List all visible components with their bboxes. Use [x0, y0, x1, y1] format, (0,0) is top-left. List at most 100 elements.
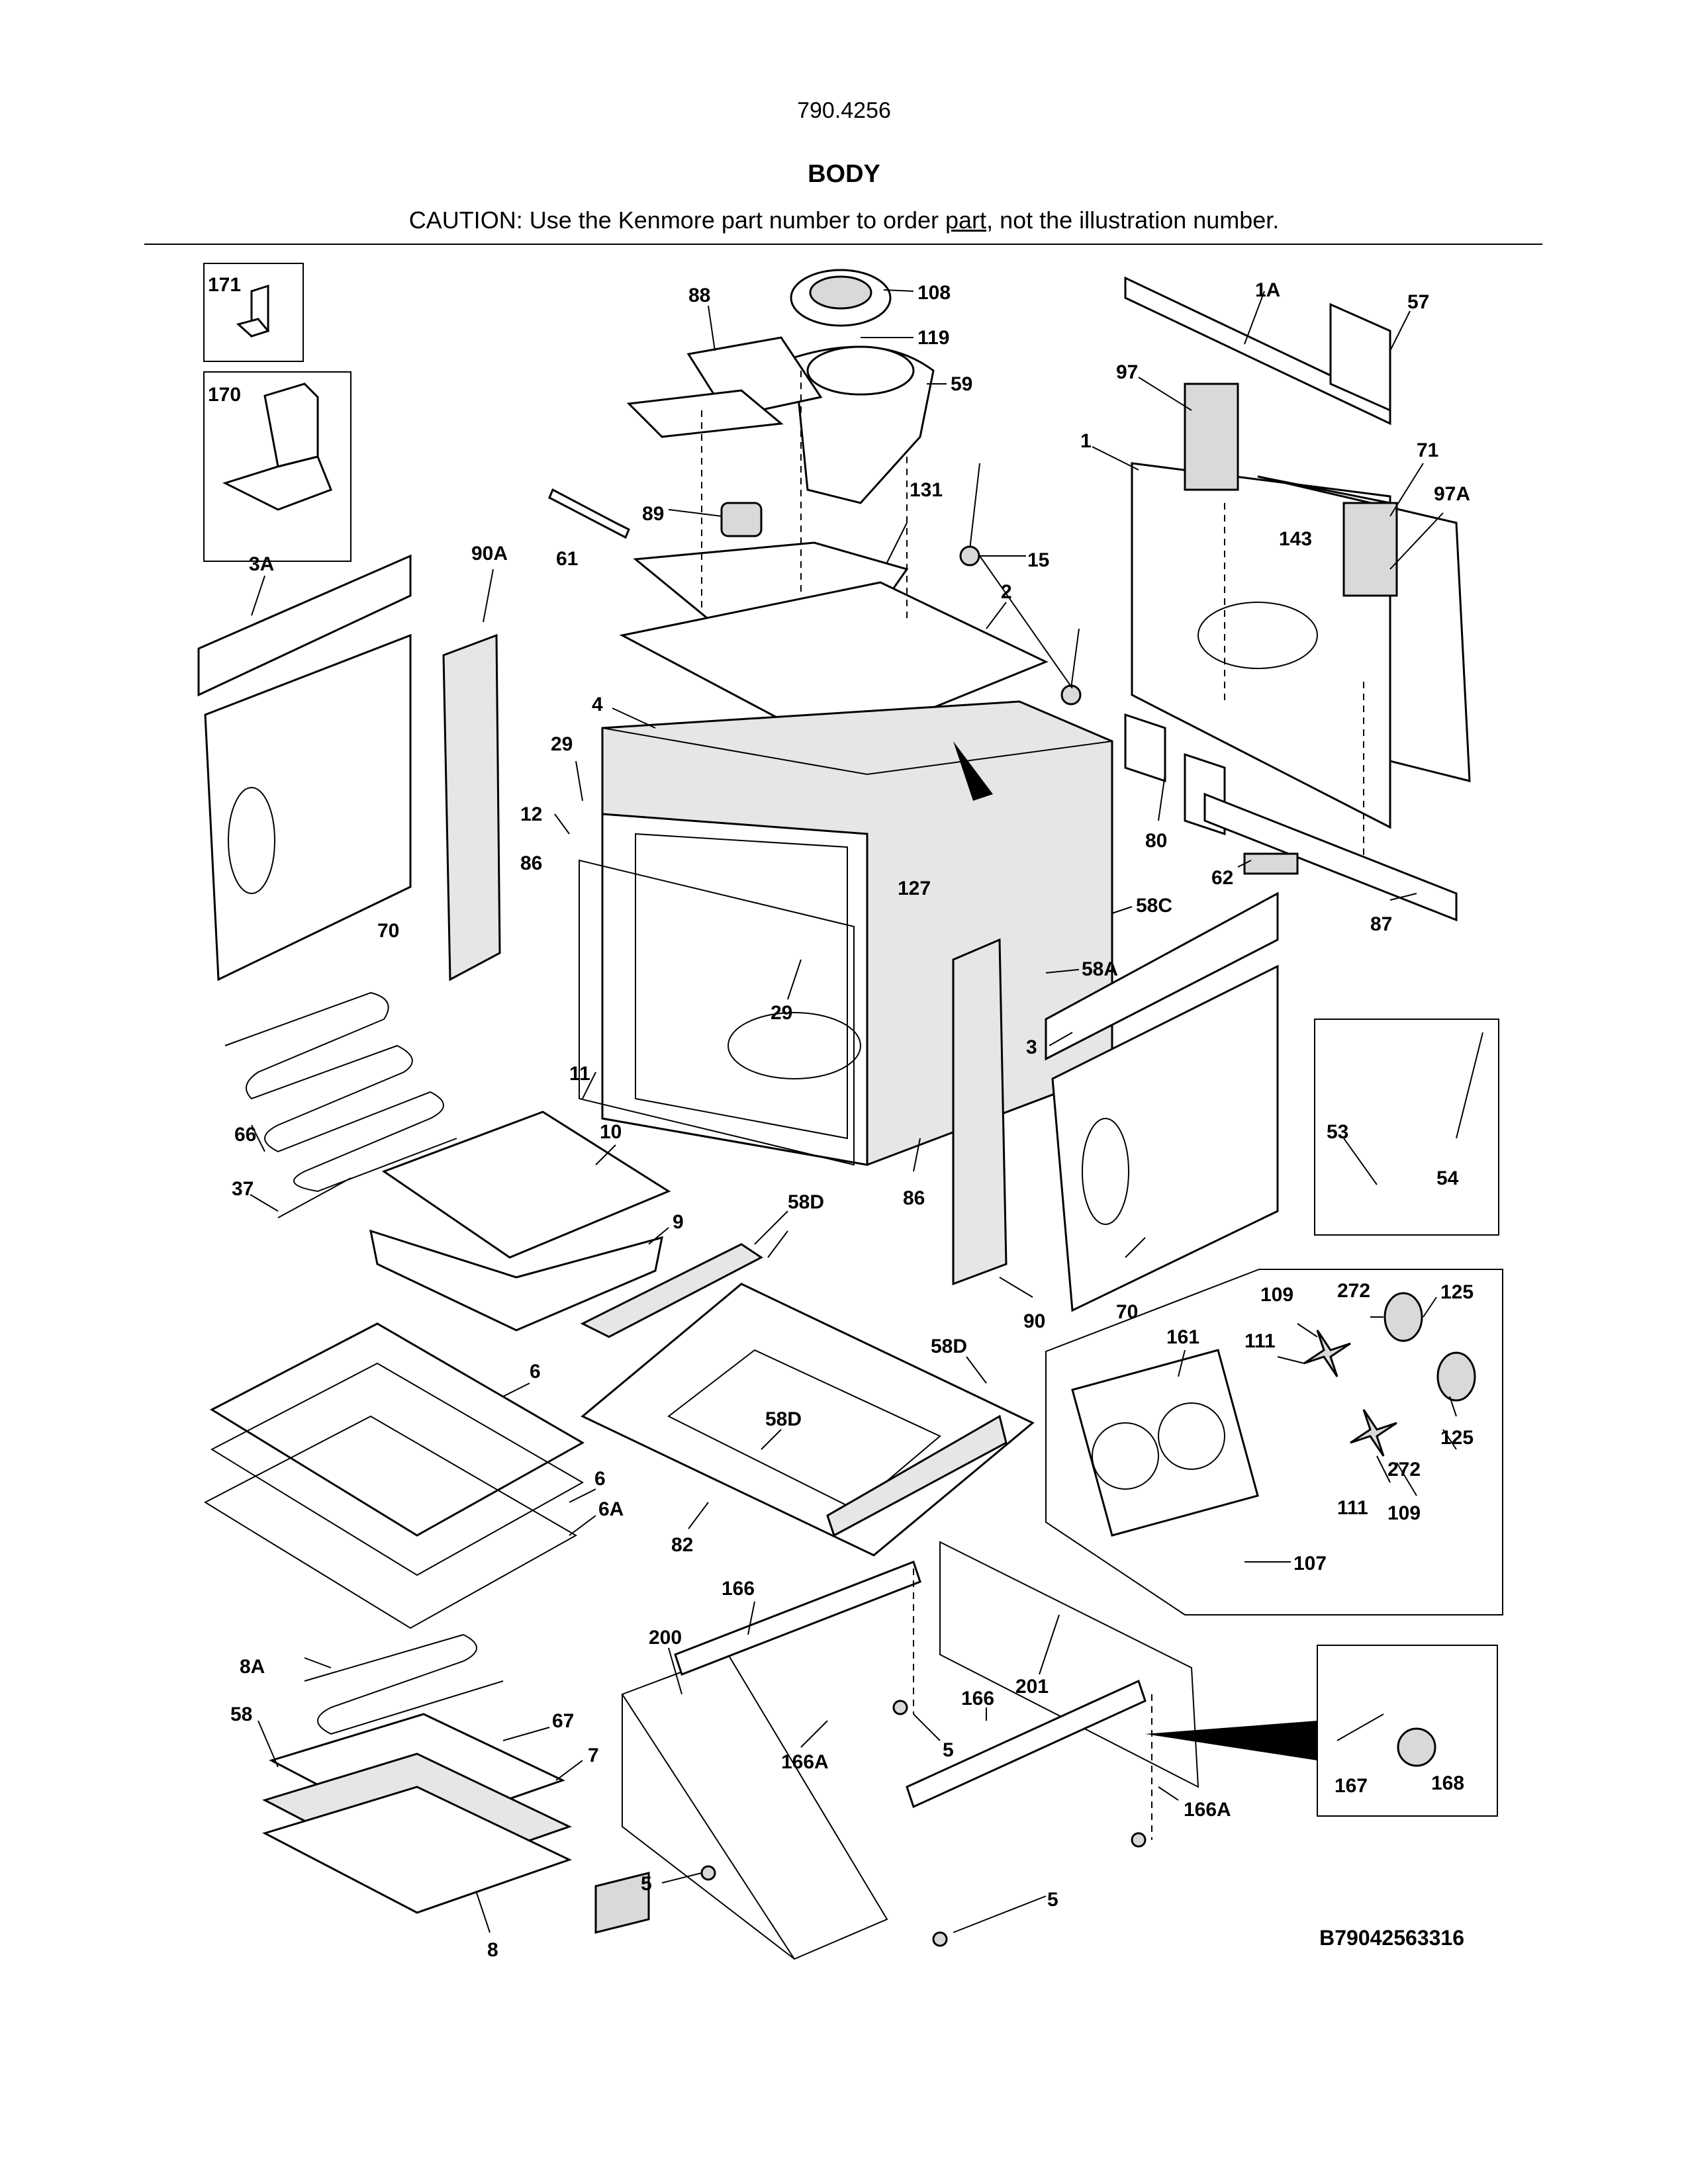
callout-61[interactable]: 61 [556, 548, 578, 570]
callout-86b[interactable]: 86 [903, 1187, 925, 1209]
callout-labels: 171 170 88 108 119 59 89 61 131 15 2 1A … [208, 274, 1474, 1961]
callout-80[interactable]: 80 [1145, 830, 1167, 852]
callout-166Aa[interactable]: 166A [781, 1751, 829, 1773]
callout-107[interactable]: 107 [1293, 1553, 1327, 1574]
callout-90[interactable]: 90 [1023, 1310, 1045, 1332]
terminal-62-shape [1243, 852, 1299, 875]
callout-6a[interactable]: 6 [530, 1361, 541, 1383]
top-rail-1A-shape [1124, 276, 1391, 426]
door-gasket-11-shape [579, 859, 855, 1166]
callout-54[interactable]: 54 [1436, 1167, 1459, 1189]
callout-57[interactable]: 57 [1407, 291, 1429, 313]
callout-3A[interactable]: 3A [249, 553, 274, 575]
callout-2[interactable]: 2 [1001, 581, 1012, 603]
callout-82[interactable]: 82 [671, 1534, 693, 1556]
callout-109b[interactable]: 109 [1387, 1502, 1421, 1524]
callout-4[interactable]: 4 [592, 694, 603, 715]
callout-7[interactable]: 7 [588, 1745, 599, 1766]
detail-arrow-127 [953, 741, 993, 801]
callout-62[interactable]: 62 [1211, 867, 1233, 889]
baffle-88-shape [626, 336, 823, 438]
callout-86a[interactable]: 86 [520, 852, 542, 874]
callout-1A[interactable]: 1A [1255, 279, 1280, 301]
header-divider [144, 244, 1542, 245]
callout-272a[interactable]: 272 [1337, 1280, 1370, 1302]
model-number: 790.4256 [797, 98, 891, 123]
caution-text-end: , not the illustration number. [986, 206, 1280, 234]
callout-89[interactable]: 89 [642, 503, 664, 525]
callout-1[interactable]: 1 [1080, 430, 1092, 452]
callout-119[interactable]: 119 [917, 327, 949, 349]
callout-58Db[interactable]: 58D [931, 1336, 967, 1357]
callout-6b[interactable]: 6 [594, 1468, 606, 1490]
callout-5b[interactable]: 5 [641, 1873, 652, 1895]
bracket-170-shape [222, 383, 332, 511]
callout-59[interactable]: 59 [951, 373, 972, 395]
callout-90A[interactable]: 90A [471, 543, 508, 565]
callout-272b[interactable]: 272 [1387, 1459, 1421, 1480]
callout-131[interactable]: 131 [910, 479, 943, 501]
callout-15[interactable]: 15 [1027, 549, 1049, 571]
callout-88[interactable]: 88 [688, 285, 710, 306]
oven-rack-6-shape [203, 1322, 585, 1629]
callout-111a[interactable]: 111 [1244, 1330, 1276, 1352]
callout-29b[interactable]: 29 [771, 1002, 792, 1024]
callout-87[interactable]: 87 [1370, 913, 1392, 935]
top-panel-2-shape [619, 581, 1049, 749]
inset-box-171 [203, 263, 304, 362]
callout-111b[interactable]: 111 [1337, 1497, 1368, 1519]
callout-37[interactable]: 37 [232, 1178, 254, 1200]
sensor-15-shape [959, 463, 1082, 705]
callout-108[interactable]: 108 [917, 282, 951, 304]
callout-58Da[interactable]: 58D [788, 1191, 824, 1213]
callout-67[interactable]: 67 [552, 1710, 574, 1732]
callout-127[interactable]: 127 [898, 878, 931, 899]
callout-97A[interactable]: 97A [1434, 483, 1470, 505]
callout-71[interactable]: 71 [1417, 439, 1438, 461]
callout-53[interactable]: 53 [1327, 1121, 1348, 1143]
caution-part-link[interactable]: part [945, 206, 987, 234]
callout-166b[interactable]: 166 [961, 1688, 994, 1709]
callout-168[interactable]: 168 [1431, 1772, 1464, 1794]
callout-161[interactable]: 161 [1166, 1326, 1199, 1348]
callout-166a[interactable]: 166 [722, 1578, 755, 1600]
callout-200[interactable]: 200 [649, 1627, 682, 1649]
callout-9[interactable]: 9 [673, 1211, 684, 1233]
callout-3[interactable]: 3 [1026, 1036, 1037, 1058]
callout-66[interactable]: 66 [234, 1124, 256, 1146]
callout-201[interactable]: 201 [1015, 1676, 1049, 1698]
callout-166Ab[interactable]: 166A [1184, 1799, 1231, 1821]
callout-97[interactable]: 97 [1116, 361, 1138, 383]
callout-70b[interactable]: 70 [1116, 1301, 1138, 1323]
callout-10[interactable]: 10 [600, 1121, 622, 1143]
callout-6A[interactable]: 6A [598, 1498, 624, 1520]
callout-167[interactable]: 167 [1335, 1775, 1368, 1797]
callout-170[interactable]: 170 [208, 384, 241, 406]
broil-element-66-shape [224, 991, 457, 1193]
callout-5c[interactable]: 5 [1047, 1889, 1058, 1911]
callout-58A[interactable]: 58A [1082, 958, 1118, 980]
callout-29a[interactable]: 29 [551, 733, 573, 755]
callout-125a[interactable]: 125 [1440, 1281, 1474, 1303]
callout-58C[interactable]: 58C [1136, 895, 1172, 917]
callout-8[interactable]: 8 [487, 1939, 498, 1961]
rear-frame-201-shape [939, 1541, 1199, 1788]
frame-82-shape [581, 1283, 1035, 1557]
vent-57-shape [1329, 302, 1391, 412]
callout-5a[interactable]: 5 [943, 1739, 954, 1761]
callout-171[interactable]: 171 [208, 274, 241, 296]
callout-58[interactable]: 58 [230, 1704, 252, 1725]
callout-58Dc[interactable]: 58D [765, 1408, 802, 1430]
callout-8A[interactable]: 8A [240, 1656, 265, 1678]
callout-12[interactable]: 12 [520, 803, 542, 825]
callout-70a[interactable]: 70 [377, 920, 399, 942]
inset-box-53-54 [1314, 1019, 1499, 1236]
callout-125b[interactable]: 125 [1440, 1427, 1474, 1449]
callout-143[interactable]: 143 [1279, 528, 1312, 550]
rail-87-shape [1203, 792, 1458, 922]
fan-cover-107-shape [1071, 1349, 1259, 1537]
callout-109a[interactable]: 109 [1260, 1284, 1293, 1306]
panel-7-shape [262, 1713, 572, 1914]
callout-11[interactable]: 11 [569, 1063, 590, 1085]
